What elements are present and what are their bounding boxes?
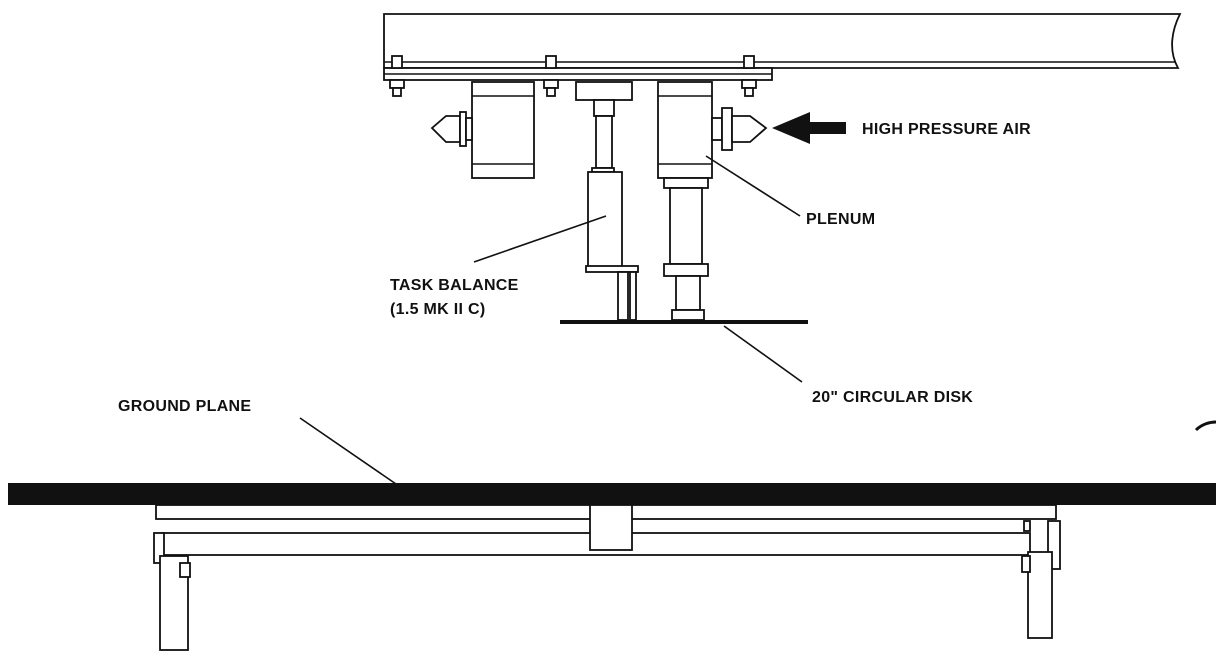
label-task-balance: TASK BALANCE	[390, 277, 519, 294]
ground-support-frame	[153, 504, 1061, 651]
plenum-assembly	[657, 81, 768, 321]
left-air-fitting	[430, 111, 473, 147]
ground-plane	[8, 483, 1216, 505]
leader-line-task-balance	[473, 215, 607, 263]
circular-disk	[560, 320, 808, 324]
task-balance	[585, 171, 639, 321]
leader-line-plenum	[705, 155, 801, 217]
bolt-center	[543, 55, 559, 97]
label-ground-plane: GROUND PLANE	[118, 398, 251, 415]
balance-sting	[575, 81, 633, 173]
left-plenum-housing	[430, 81, 535, 179]
air-inlet-arrow	[772, 112, 846, 144]
leader-line-circular-disk	[723, 325, 803, 383]
edge-mark	[1194, 420, 1216, 432]
bolt-left	[389, 55, 405, 97]
plenum-air-fitting	[711, 107, 768, 151]
overhead-support-beam	[383, 13, 1182, 69]
label-high-pressure-air: HIGH PRESSURE AIR	[862, 121, 1031, 138]
label-task-balance-model: (1.5 MK II C)	[390, 301, 485, 318]
left-leg-flange	[153, 532, 191, 651]
leader-line-ground-plane	[299, 417, 397, 485]
mounting-bolts	[389, 55, 757, 97]
right-leg-flange	[1021, 520, 1061, 639]
label-plenum: PLENUM	[806, 211, 875, 228]
label-circular-disk: 20" CIRCULAR DISK	[812, 389, 973, 406]
mounting-plate	[383, 67, 773, 81]
bolt-right	[741, 55, 757, 97]
